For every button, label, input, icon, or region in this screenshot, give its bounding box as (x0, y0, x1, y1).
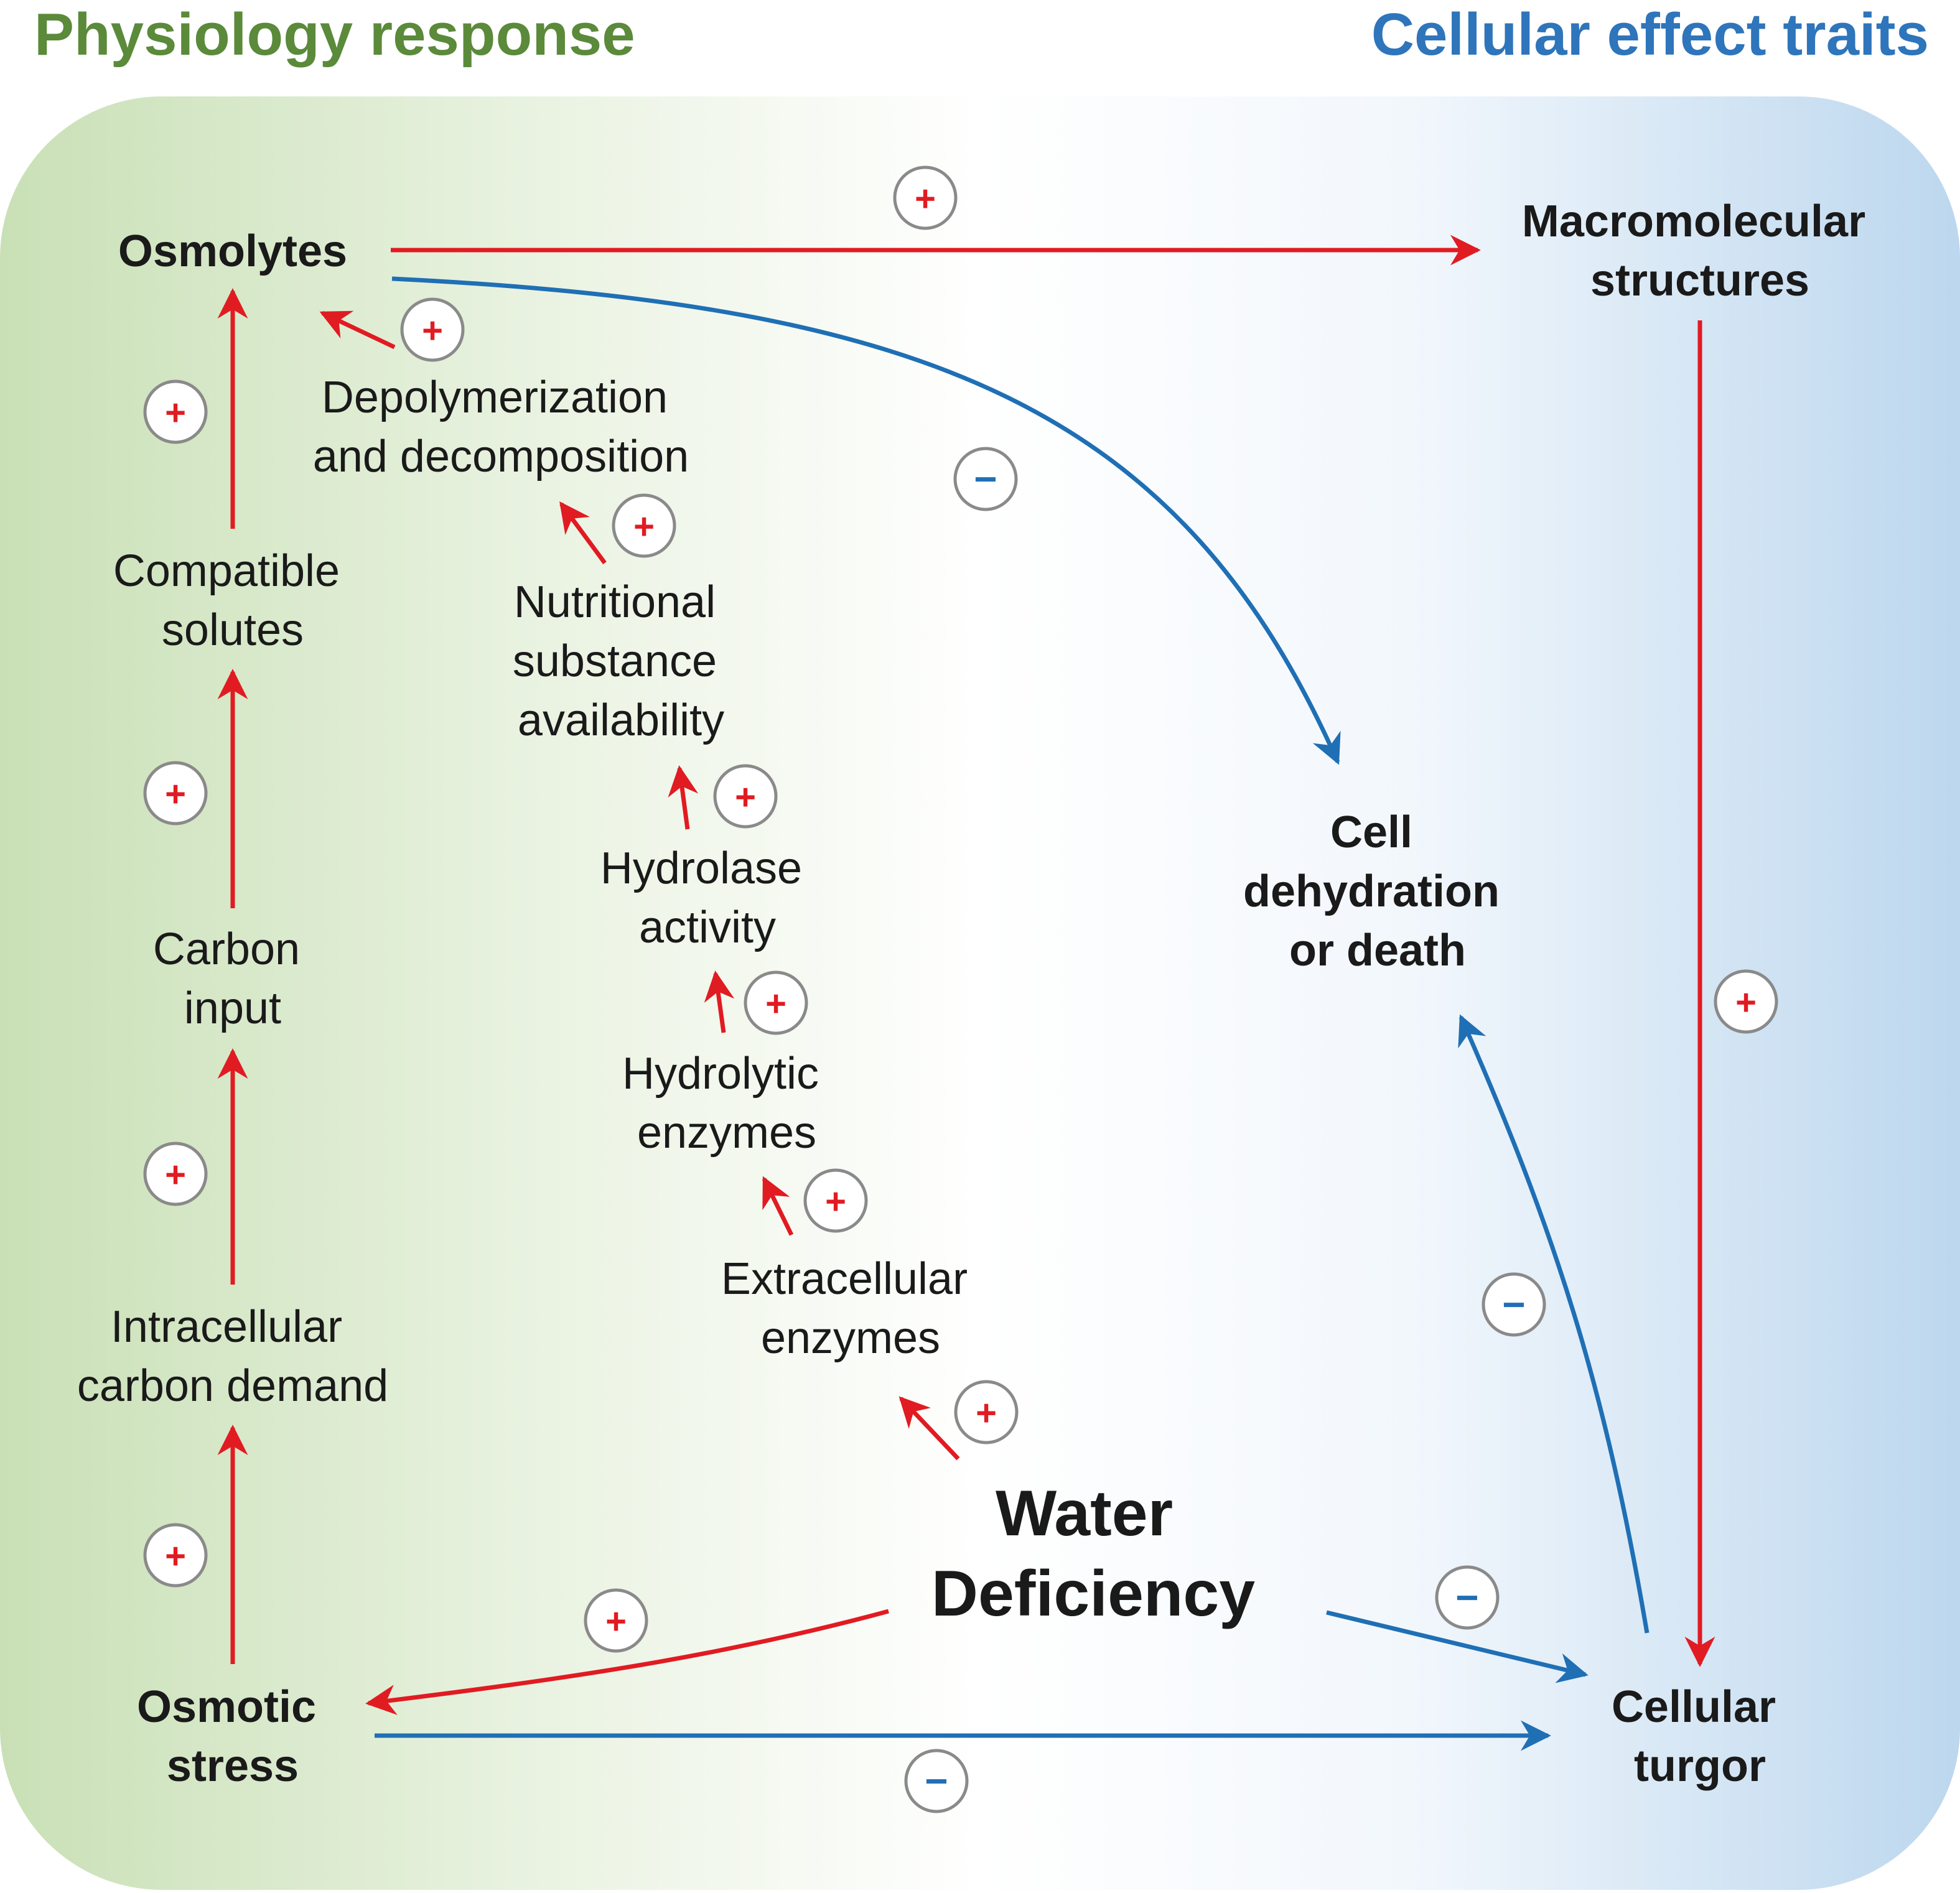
badge-plus-intracellular-carbon: + (143, 1142, 208, 1206)
node-extracellular-enzymes: Extracellular enzymes (721, 1254, 980, 1363)
node-macromolecular-structures: Macromolecular structures (1522, 197, 1878, 305)
arrow-water-deficiency-to-extracellular (898, 1396, 960, 1461)
svg-text:+: + (165, 1155, 186, 1195)
svg-text:+: + (735, 777, 756, 817)
badge-plus-osmolytes-macromolecular: + (893, 165, 958, 230)
badge-plus-compatible-osmolytes: + (143, 379, 208, 444)
node-depolymerization-decomposition: Depolymerization and decomposition (313, 373, 689, 481)
badge-plus-osmotic-intracellular: + (143, 1523, 208, 1588)
node-water-deficiency: Water Deficiency (931, 1477, 1255, 1630)
badge-minus-water-turgor: − (1435, 1565, 1500, 1630)
badge-minus-osmolytes-dehydration: − (953, 447, 1018, 511)
svg-text:+: + (165, 393, 186, 433)
node-cellular-turgor: Cellular turgor (1612, 1682, 1788, 1791)
node-nutritional-substance-availability: Nutritional substance availability (513, 577, 729, 745)
arrow-water-deficiency-to-cellular-turgor (1326, 1610, 1589, 1683)
node-cell-dehydration-or-death: Cell dehydration or death (1243, 807, 1512, 975)
svg-text:+: + (422, 310, 443, 351)
arrow-depolymerization-to-osmolytes (319, 310, 396, 350)
badge-minus-turgor-dehydration: − (1482, 1272, 1546, 1337)
badge-plus-extracellular-hydrolytic: + (803, 1168, 868, 1233)
svg-text:+: + (825, 1181, 846, 1222)
node-carbon-input: Carbon input (153, 924, 312, 1033)
svg-text:+: + (165, 774, 186, 814)
badge-plus-water-osmotic: + (584, 1588, 648, 1653)
svg-text:−: − (925, 1759, 948, 1803)
arrow-water-deficiency-to-osmotic-stress (365, 1609, 889, 1715)
arrow-cellular-turgor-to-cell-dehydration (1458, 1014, 1650, 1634)
badge-plus-macromolecular-turgor: + (1714, 969, 1778, 1034)
arrow-nutritional-to-depolymerization (559, 501, 607, 565)
arrow-hydrolytic-to-hydrolase (704, 970, 735, 1033)
node-hydrolytic-enzymes: Hydrolytic enzymes (622, 1049, 831, 1158)
badge-plus-hydrolase-nutritional: + (713, 764, 778, 829)
background-panel (0, 96, 1960, 1890)
svg-text:+: + (165, 1536, 186, 1576)
svg-text:+: + (605, 1601, 627, 1642)
svg-text:+: + (765, 984, 786, 1024)
arrow-extracellular-to-hydrolytic (762, 1176, 794, 1236)
badge-minus-osmotic-turgor: − (904, 1749, 969, 1813)
svg-text:−: − (974, 457, 997, 501)
node-compatible-solutes: Compatible solutes (113, 546, 352, 655)
badge-plus-water-extracellular: + (954, 1380, 1019, 1444)
badge-plus-hydrolytic-hydrolase: + (744, 970, 808, 1035)
badge-plus-depolymerization-osmolytes: + (400, 297, 465, 362)
svg-text:+: + (915, 179, 936, 219)
header-physiology-response: Physiology response (34, 1, 635, 68)
node-osmolytes: Osmolytes (118, 226, 347, 276)
svg-text:−: − (1502, 1282, 1525, 1327)
node-hydrolase-activity: Hydrolase activity (600, 844, 814, 952)
svg-text:+: + (976, 1393, 997, 1433)
arrow-osmolytes-to-cell-dehydration (391, 276, 1341, 765)
svg-text:−: − (1455, 1575, 1478, 1620)
node-intracellular-carbon-demand: Intracellular carbon demand (77, 1302, 388, 1411)
badge-plus-nutritional-depolymerization: + (612, 493, 676, 558)
badge-plus-carbon-compatible: + (143, 761, 208, 826)
node-osmotic-stress: Osmotic stress (137, 1682, 329, 1791)
svg-text:+: + (633, 506, 655, 547)
header-cellular-effect-traits: Cellular effect traits (1371, 1, 1929, 68)
svg-text:+: + (1735, 982, 1757, 1023)
arrow-hydrolase-to-nutritional (668, 765, 699, 830)
